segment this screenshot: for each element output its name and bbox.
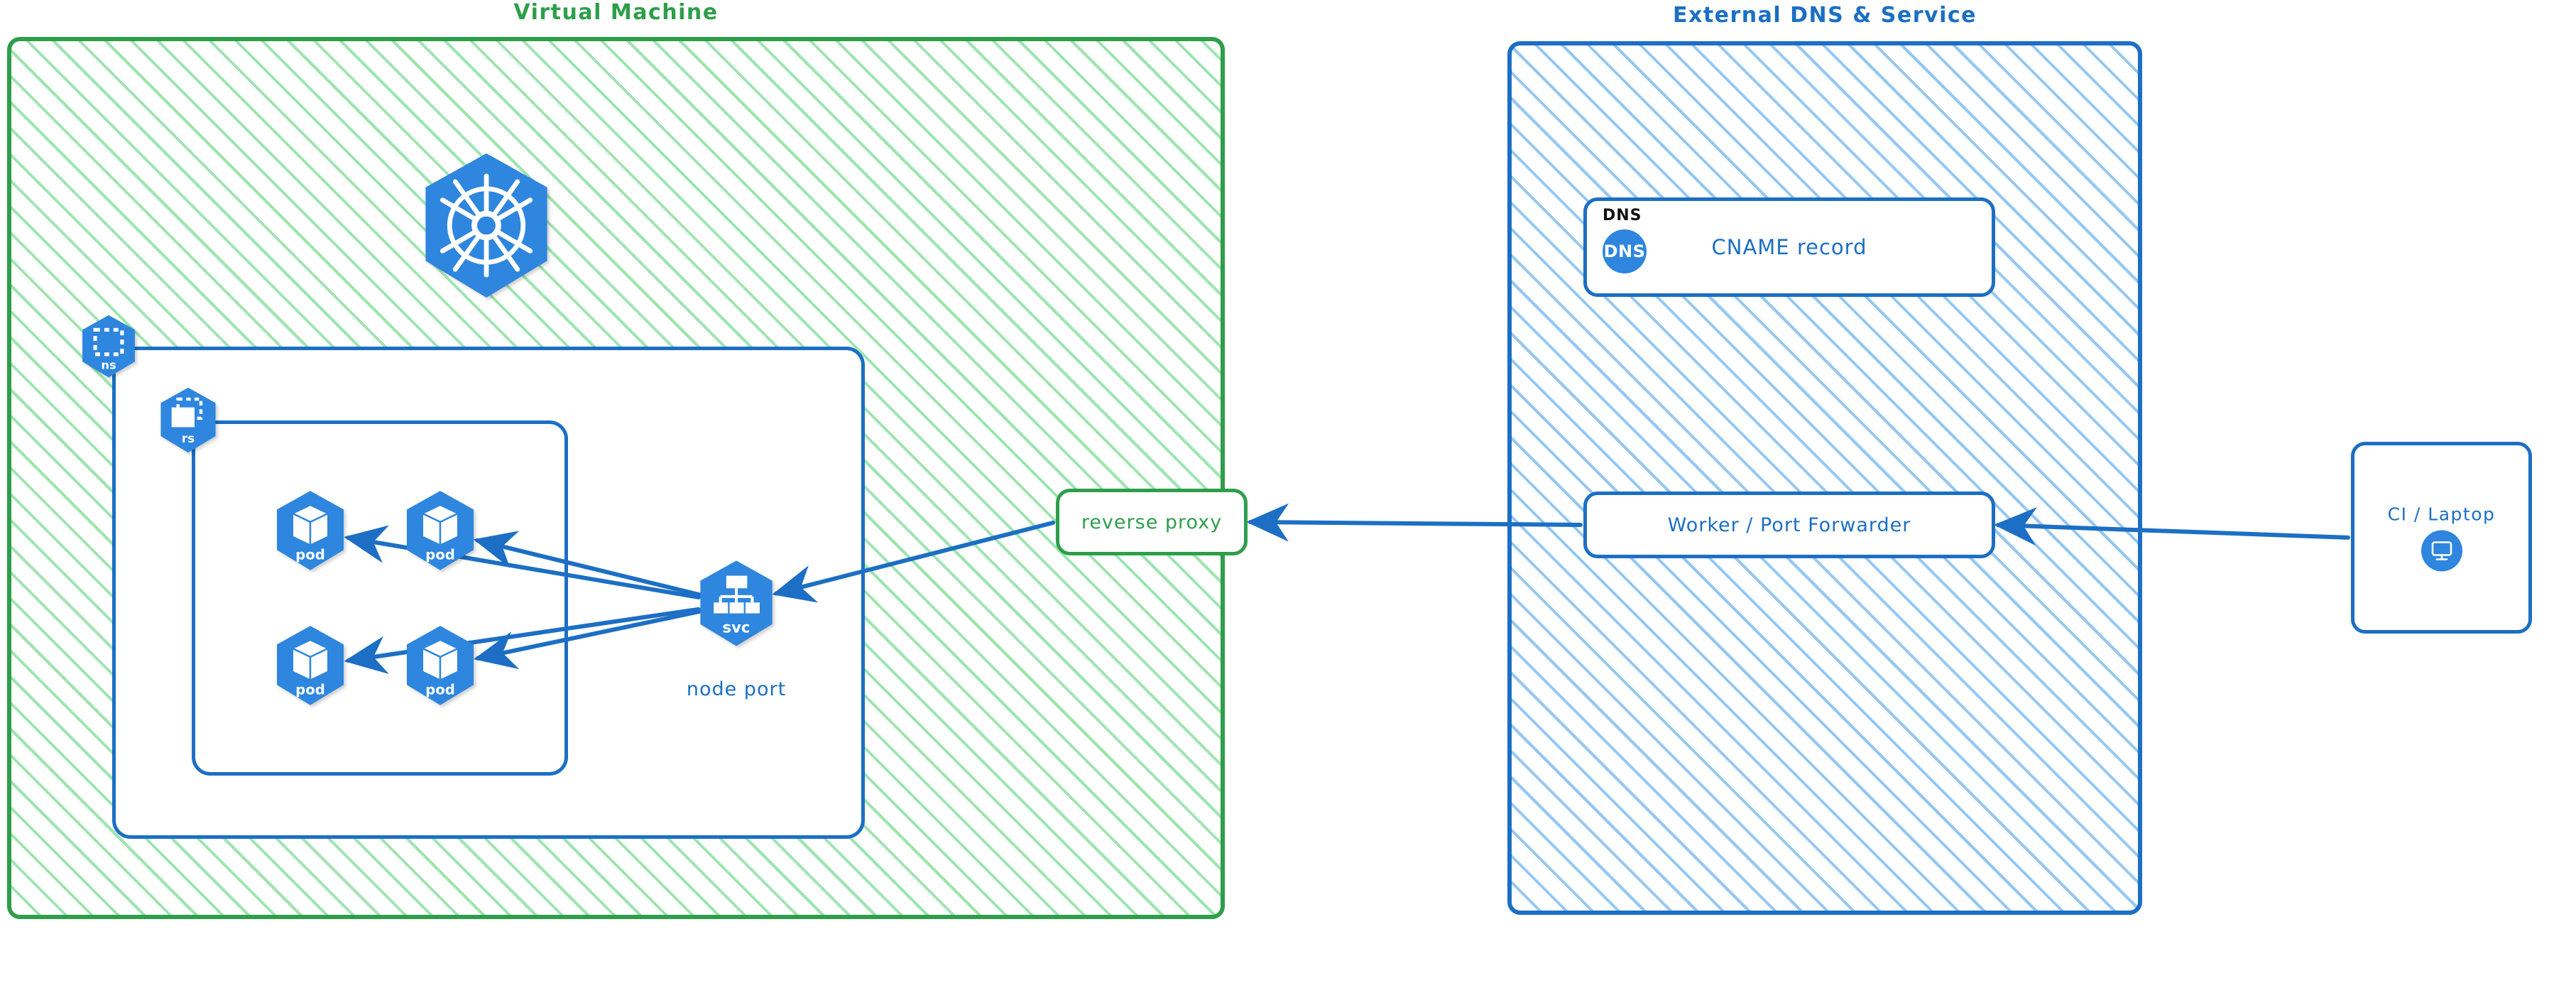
pod-box-icon xyxy=(420,504,460,548)
pod-node-3[interactable]: pod xyxy=(271,624,349,707)
pod-label-4: pod xyxy=(425,682,455,698)
zone-virtual-machine-title: Virtual Machine xyxy=(513,0,719,25)
namespace-badge[interactable]: ns xyxy=(78,314,139,379)
kubernetes-wheel-icon xyxy=(425,153,547,298)
namespace-icon xyxy=(93,327,124,357)
pod-label-2: pod xyxy=(425,547,455,563)
zone-external-dns-service-title: External DNS & Service xyxy=(1672,3,1977,28)
worker-port-forwarder-node[interactable]: Worker / Port Forwarder xyxy=(1583,492,1995,558)
worker-port-forwarder-label: Worker / Port Forwarder xyxy=(1667,514,1911,536)
cname-record-label: CNAME record xyxy=(1711,235,1867,259)
pod-label-3: pod xyxy=(295,682,325,698)
service-label: svc xyxy=(723,619,751,636)
monitor-icon xyxy=(2421,530,2462,572)
pod-label-1: pod xyxy=(295,547,325,563)
pod-node-2[interactable]: pod xyxy=(401,489,479,572)
dns-circle-icon: DNS xyxy=(1603,229,1647,273)
replicaset-badge[interactable]: rs xyxy=(156,386,220,455)
replicaset-box[interactable] xyxy=(192,420,568,776)
ci-laptop-node[interactable]: CI / Laptop xyxy=(2351,442,2532,634)
dns-kicker-label: DNS xyxy=(1603,207,1642,224)
node-port-label: node port xyxy=(686,678,787,700)
namespace-badge-label: ns xyxy=(101,358,116,371)
pod-node-4[interactable]: pod xyxy=(401,624,479,707)
reverse-proxy-label: reverse proxy xyxy=(1081,511,1223,533)
kubernetes-logo xyxy=(415,151,557,302)
pod-box-icon xyxy=(290,504,330,548)
ci-laptop-label: CI / Laptop xyxy=(2387,504,2496,525)
zone-external-dns-service[interactable] xyxy=(1507,41,2142,915)
service-tree-icon xyxy=(714,575,760,614)
pod-box-icon xyxy=(290,639,330,683)
dns-cname-card[interactable]: DNS DNS CNAME record xyxy=(1583,197,1995,297)
pod-box-icon xyxy=(420,639,460,683)
reverse-proxy-node[interactable]: reverse proxy xyxy=(1056,489,1248,555)
service-nodeport-node[interactable]: svc xyxy=(694,559,778,648)
pod-node-1[interactable]: pod xyxy=(271,489,349,572)
replicaset-badge-label: rs xyxy=(182,432,195,446)
replicaset-icon xyxy=(171,397,203,428)
